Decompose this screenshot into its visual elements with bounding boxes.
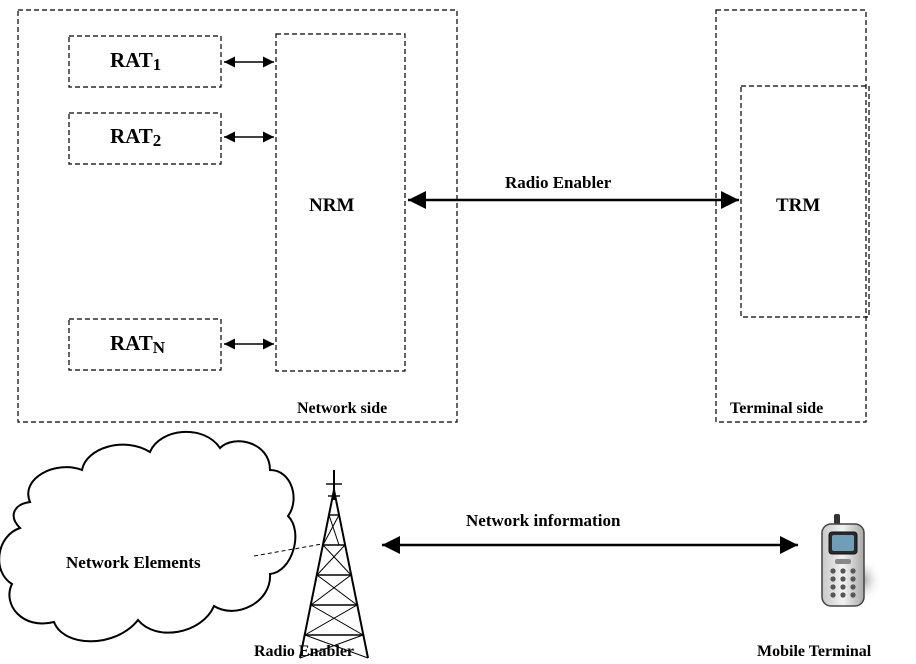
network-side-label: Network side: [297, 400, 388, 417]
radio-tower-icon: [299, 470, 369, 659]
nrm-label: NRM: [309, 195, 355, 216]
network-elements-label: Network Elements: [66, 553, 201, 572]
rat1-label: RAT1: [110, 48, 162, 74]
ratn-label-sub: N: [152, 338, 166, 357]
rat1-label-main: RAT: [110, 48, 153, 72]
ratn-label: RATN: [110, 331, 166, 357]
terminal-side-label: Terminal side: [730, 400, 824, 417]
trm-label: TRM: [776, 195, 821, 216]
nrm-box: [275, 33, 406, 372]
rat2-label-sub: 2: [152, 131, 162, 150]
rat2-label-main: RAT: [110, 124, 153, 148]
mobile-terminal-label: Mobile Terminal: [757, 643, 872, 660]
terminal-side-box: [715, 9, 867, 423]
trm-box: [740, 85, 870, 318]
radio-enabler-link-label: Radio Enabler: [505, 173, 612, 192]
rat2-box: [68, 112, 222, 165]
rat1-box: [68, 35, 222, 88]
rat2-label: RAT2: [110, 124, 162, 150]
network-information-label: Network information: [466, 511, 621, 530]
cloud-tower-link: [253, 543, 323, 557]
rat1-label-sub: 1: [152, 55, 162, 74]
ratn-box: [68, 318, 222, 371]
network-elements-cloud: [0, 431, 297, 643]
mobile-phone-icon: [821, 514, 882, 607]
radio-enabler-tower-label: Radio Enabler: [254, 643, 355, 660]
network-side-box: [17, 9, 458, 423]
ratn-label-main: RAT: [110, 331, 153, 355]
